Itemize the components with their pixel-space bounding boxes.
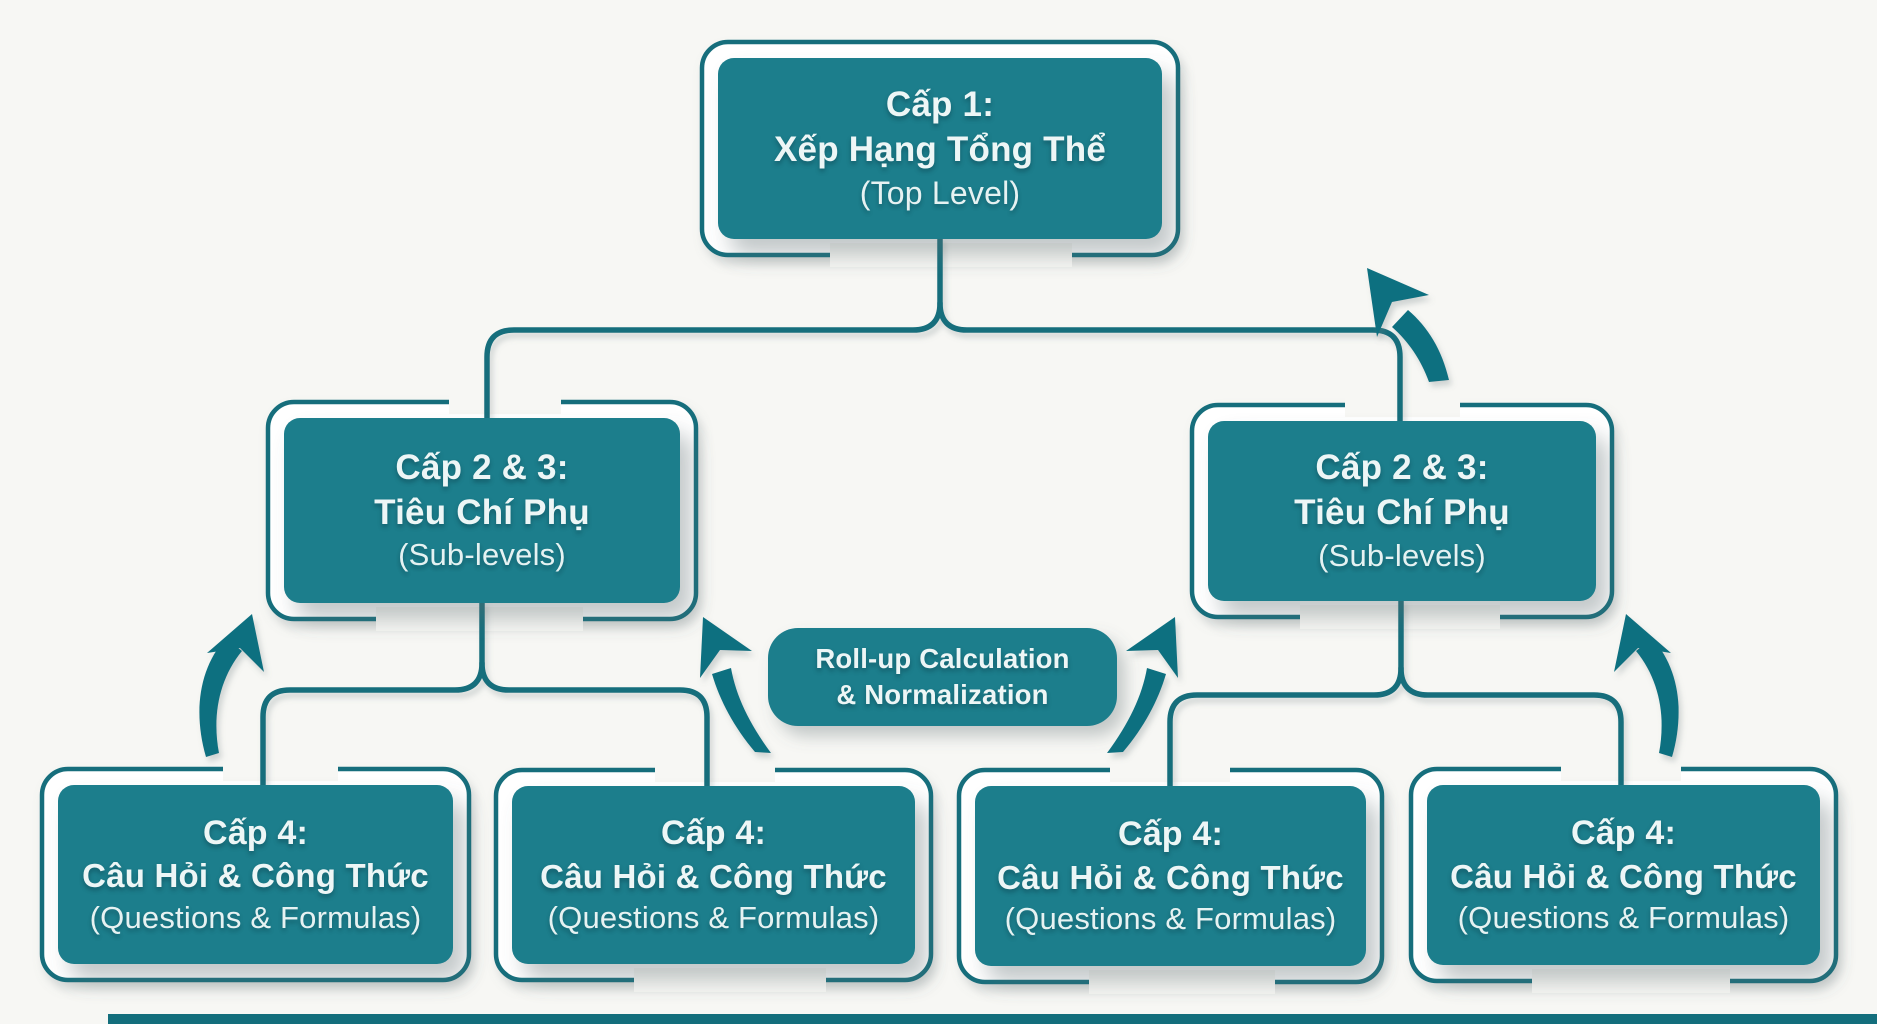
top-box-rect — [718, 58, 1162, 239]
up-arrow-top-right — [1367, 268, 1449, 382]
bottom-box-4-rect — [1427, 785, 1820, 965]
connector-lines — [260, 236, 1624, 789]
mid-right-box-rect — [1208, 421, 1596, 601]
connector-midright-to-b4 — [1398, 665, 1624, 788]
mid-left-box-rect — [284, 418, 680, 603]
connector-top-to-midright — [937, 300, 1403, 424]
connector-midleft-to-b2 — [479, 660, 710, 789]
box-fills — [58, 58, 1820, 966]
rollup-box-rect — [768, 628, 1117, 726]
bottom-box-2-rect — [512, 786, 915, 964]
curved-arrows — [199, 268, 1679, 757]
bottom-box-1-rect — [58, 785, 453, 964]
bottom-box-3-rect — [975, 786, 1366, 966]
bottom-accent-bar — [108, 1014, 1877, 1024]
